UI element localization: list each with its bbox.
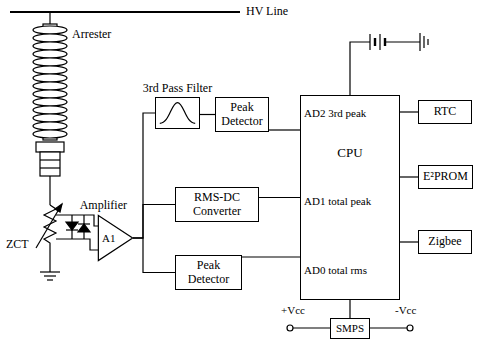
pin-label: AD2 3rd peak (304, 107, 366, 119)
signal-wire (400, 176, 418, 177)
arrester-disc (33, 98, 67, 106)
wire (56, 215, 98, 226)
arrester-base (40, 152, 60, 176)
process-box: Peak Detector (215, 97, 269, 132)
part-label: Arrester (72, 28, 111, 41)
diode-bar (66, 229, 78, 230)
triangle-shape (98, 215, 132, 260)
ground-symbol (423, 36, 424, 48)
signal-wire (242, 256, 300, 257)
pin-label: AD0 total rms (304, 264, 367, 276)
arrester-base (36, 142, 64, 152)
diode-pair (56, 215, 98, 250)
arrester-lead (49, 176, 50, 205)
zct-arrow-head (55, 204, 62, 212)
diode-symbol (78, 224, 90, 232)
wire (56, 239, 98, 250)
supply-label: -Vcc (395, 304, 416, 316)
node-text: Peak Detector (179, 259, 238, 285)
arrester-disc (33, 74, 67, 82)
arrester-disc (33, 26, 67, 34)
signal-wire (400, 111, 418, 112)
wire (385, 41, 420, 42)
zct-coil (44, 205, 56, 272)
node-text: Zigbee (428, 235, 461, 248)
peripheral-box: RTC (418, 100, 472, 124)
hv-line (10, 11, 240, 13)
wire (370, 327, 407, 328)
node-text: E²PROM (423, 170, 468, 183)
process-box: RMS-DC Converter (175, 187, 259, 222)
signal-wire (259, 197, 300, 198)
arrester-disc (33, 90, 67, 98)
node-text: SMPS (336, 322, 364, 334)
diode-bar (78, 223, 90, 224)
ground-symbol (44, 275, 56, 276)
peripheral-box: Zigbee (418, 230, 472, 254)
signal-wire (133, 205, 175, 239)
pin-label: A1 (102, 232, 115, 244)
arrester-disc (33, 42, 67, 50)
peripheral-box: E²PROM (418, 165, 473, 189)
part-label: ZCT (6, 238, 29, 251)
line-label: HV Line (246, 5, 288, 18)
ground-symbol (47, 279, 53, 280)
power-box: SMPS (330, 318, 370, 339)
zct-arrow (36, 204, 62, 248)
supply-label: +Vcc (281, 304, 305, 316)
battery-plate (379, 34, 380, 50)
node-text: Peak Detector (219, 101, 265, 127)
ground-symbol (40, 271, 60, 272)
cpu-box: CPU AD2 3rd peakAD1 total peakAD0 total r… (300, 95, 400, 300)
arrester-disc (33, 34, 67, 42)
diode-symbol (66, 222, 78, 230)
node-text: RTC (434, 105, 457, 118)
signal-wire (349, 300, 350, 318)
bandpass-curve (160, 103, 195, 124)
bandpass-curve (156, 98, 199, 128)
ground-symbol (419, 33, 420, 51)
filter-box: 3rd Pass Filter (155, 97, 200, 129)
node-text: Amplifier (80, 199, 127, 212)
battery-plate (374, 38, 376, 46)
node-text: RMS-DC Converter (179, 191, 255, 217)
node-text: CPU (301, 146, 399, 160)
signal-wire (269, 129, 300, 130)
terminal (407, 325, 413, 331)
arrester-disc (33, 82, 67, 90)
arrester-disc (33, 106, 67, 114)
node-text: 3rd Pass Filter (143, 82, 212, 95)
terminal (287, 325, 293, 331)
amplifier-triangle: AmplifierA1 (98, 215, 133, 261)
pin-label: AD1 total peak (304, 195, 371, 207)
battery-plate (369, 34, 370, 50)
signal-wire (133, 238, 175, 273)
arrester-disc (33, 66, 67, 74)
wire (350, 42, 370, 95)
arrester-disc (33, 58, 67, 66)
arrester-disc (33, 122, 67, 130)
ground-symbol (427, 39, 428, 45)
arrester-disc (33, 50, 67, 58)
wire (293, 327, 330, 328)
signal-wire (200, 114, 215, 115)
arrester-base-line (40, 167, 60, 168)
arrester-lead (49, 12, 50, 24)
signal-wire (133, 113, 155, 238)
arrester-base-line (40, 159, 60, 160)
battery-symbol (350, 33, 428, 95)
arrester-disc (33, 114, 67, 122)
signal-wire (400, 241, 418, 242)
arrester-symbol (33, 12, 67, 205)
process-box: Peak Detector (175, 255, 242, 290)
arrester-disc (33, 130, 67, 138)
